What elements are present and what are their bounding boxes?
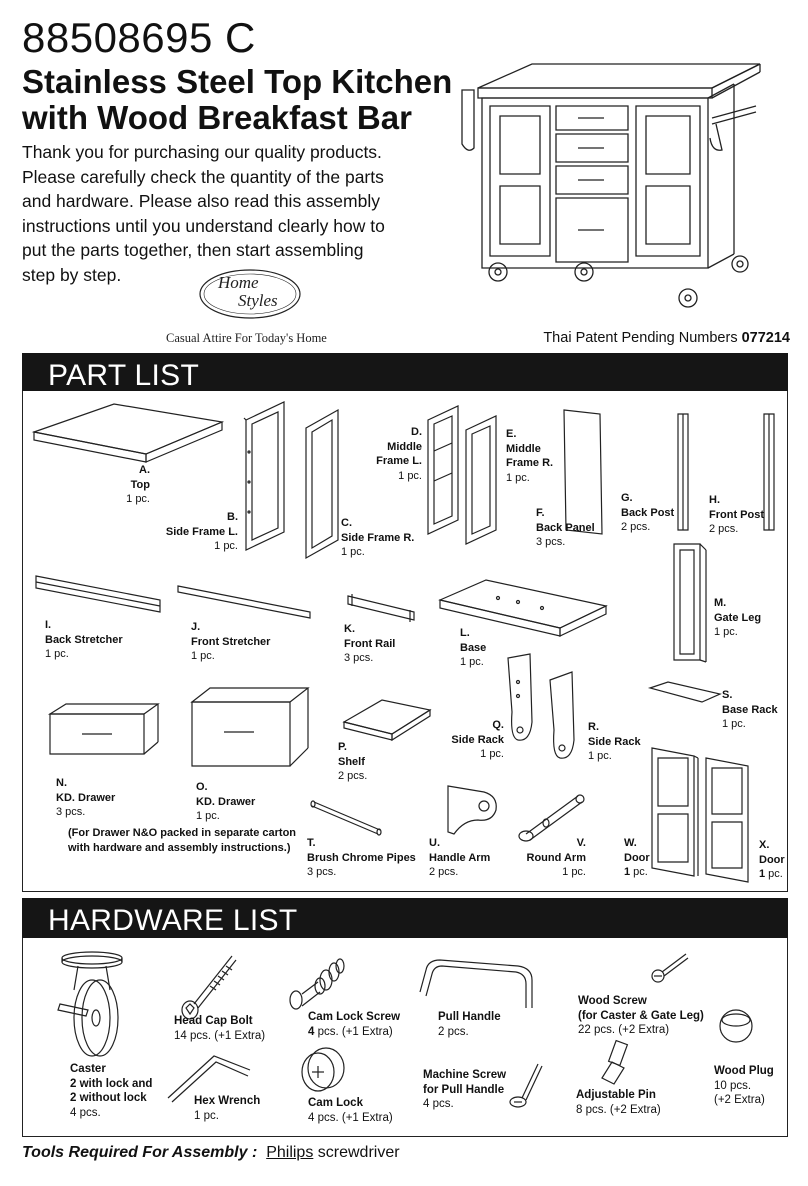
intro-line: put the parts together, then start assem…: [22, 240, 364, 260]
intro-text: Thank you for purchasing our quality pro…: [22, 140, 402, 287]
part-kd-drawer-n-drawing: [48, 702, 160, 756]
part-shelf-drawing: [342, 698, 432, 744]
home-styles-logo: Home Styles: [196, 266, 304, 324]
intro-line: step by step.: [22, 264, 122, 285]
tool-brand: Philips: [266, 1144, 314, 1161]
head-cap-bolt-drawing: [180, 952, 236, 1022]
hw-label-wood-screw: Wood Screw(for Caster & Gate Leg)22 pcs.…: [578, 995, 704, 1036]
part-back-stretcher-drawing: [34, 574, 162, 614]
part-list-header-bar: PART LIST: [22, 353, 788, 392]
hardware-list-panel: [22, 938, 788, 1137]
part-label-b: B.Side Frame L.1 pc.: [165, 511, 238, 552]
machine-screw-drawing: [508, 1060, 544, 1110]
patent-number: 077214: [741, 330, 790, 346]
part-side-rack-q-drawing: [504, 652, 540, 744]
part-door-x-drawing: [704, 756, 754, 884]
tools-required: Tools Required For Assembly : Philips sc…: [22, 1144, 400, 1162]
intro-line: and hardware. Please also read this asse…: [22, 191, 380, 211]
part-label-c: C.Side Frame R.1 pc.: [341, 517, 415, 558]
part-chrome-pipe-drawing: [310, 800, 384, 836]
part-middle-frame-r-drawing: [464, 416, 498, 546]
part-side-rack-r-drawing: [546, 670, 582, 762]
pull-handle-drawing: [414, 956, 542, 1010]
part-round-arm-drawing: [516, 790, 586, 846]
wood-screw-drawing: [650, 950, 690, 984]
part-door-w-drawing: [650, 746, 700, 878]
product-title-line-1: Stainless Steel Top Kitchen: [22, 63, 453, 100]
brand-tagline: Casual Attire For Today's Home: [166, 331, 327, 345]
tools-required-label: Tools Required For Assembly :: [22, 1144, 258, 1161]
intro-line: Please carefully check the quantity of t…: [22, 166, 384, 187]
intro-line: Thank you for purchasing our quality pro…: [22, 142, 382, 162]
part-side-frame-l-drawing: [244, 402, 286, 552]
part-top-drawing: [34, 404, 224, 464]
kitchen-cart-illustration: [460, 58, 760, 308]
part-base-rack-drawing: [648, 680, 722, 704]
hardware-list-header-bar: HARDWARE LIST: [22, 898, 788, 938]
part-list-heading: PART LIST: [48, 359, 200, 392]
part-side-frame-r-drawing: [304, 410, 340, 560]
part-gate-leg-drawing: [670, 542, 710, 664]
drawer-packing-note: (For Drawer N&O packed in separate carto…: [68, 827, 297, 854]
part-front-rail-drawing: [346, 594, 416, 622]
product-title-line-2: with Wood Breakfast Bar: [22, 99, 412, 136]
wood-plug-drawing: [716, 1004, 756, 1044]
patent-info: Thai Patent Pending Numbers 077214: [543, 330, 790, 346]
model-number: 88508695 C: [22, 14, 256, 61]
hex-wrench-drawing: [164, 1048, 254, 1104]
hardware-list-heading: HARDWARE LIST: [48, 904, 298, 937]
caster-drawing: [48, 950, 130, 1060]
part-kd-drawer-o-drawing: [190, 686, 310, 768]
part-list-panel: [22, 391, 788, 892]
patent-label: Thai Patent Pending Numbers: [543, 330, 738, 346]
adjustable-pin-drawing: [598, 1038, 632, 1084]
cam-lock-drawing: [298, 1046, 348, 1096]
part-front-post-drawing: [762, 412, 776, 532]
part-back-panel-drawing: [564, 410, 604, 535]
logo-text-styles: Styles: [238, 291, 278, 310]
logo-text-home: Home: [218, 273, 259, 292]
cam-lock-screw-drawing: [286, 952, 348, 1012]
part-middle-frame-l-drawing: [426, 406, 460, 536]
part-base-drawing: [438, 578, 608, 640]
intro-line: instructions until you understand clearl…: [22, 215, 385, 236]
tool-name: screwdriver: [313, 1144, 400, 1161]
part-handle-arm-drawing: [444, 782, 500, 836]
part-back-post-drawing: [676, 412, 690, 532]
part-front-stretcher-drawing: [176, 584, 312, 620]
